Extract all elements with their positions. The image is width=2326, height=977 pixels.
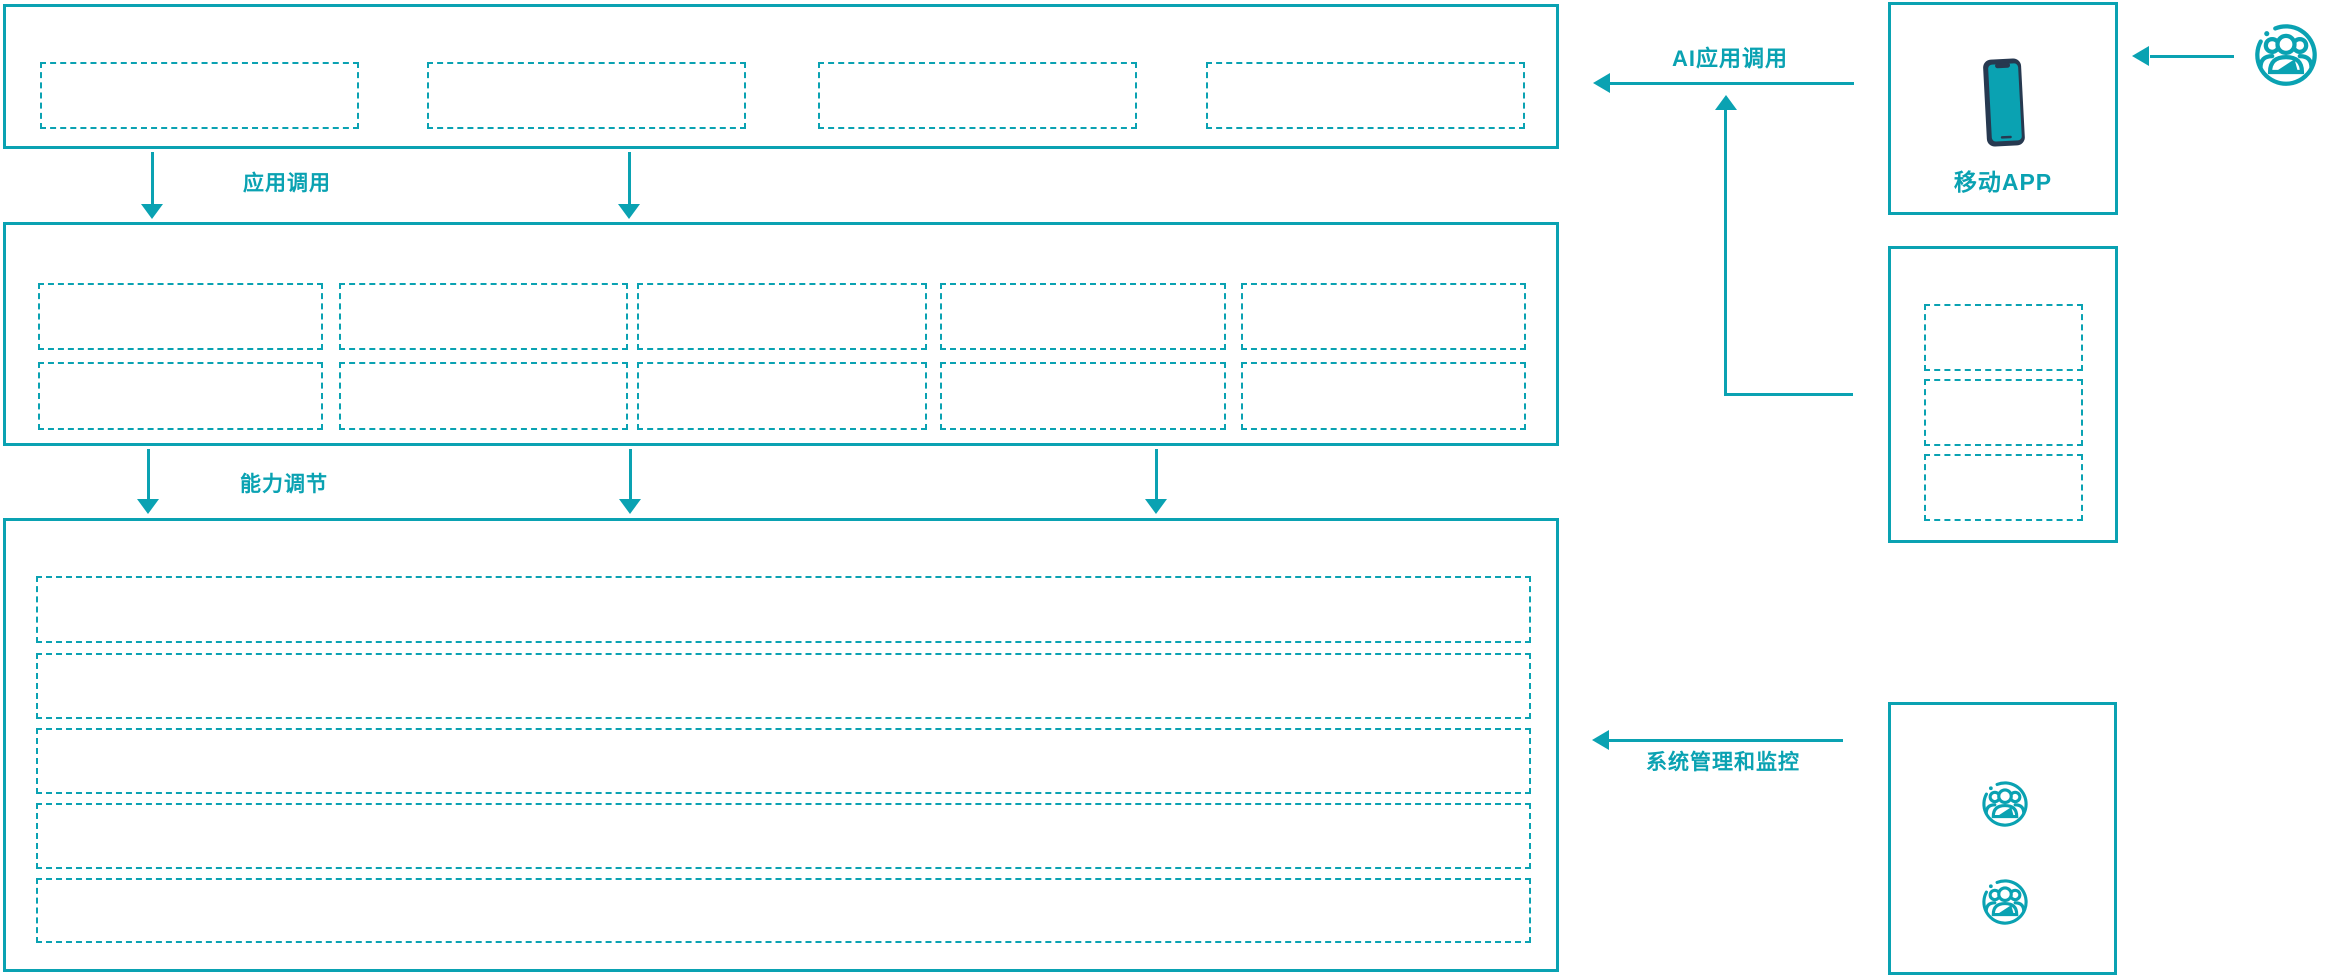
mobile-app-label: 移动APP xyxy=(1953,169,2053,195)
capability-layer-box xyxy=(3,222,1559,446)
arrow-down-icon xyxy=(137,499,159,514)
right-panel-placeholder-1 xyxy=(1924,304,2083,371)
platform-row-3 xyxy=(36,728,1531,794)
ai-app-call-label: AI应用调用 xyxy=(1672,46,1789,71)
arrow-line xyxy=(1155,449,1158,500)
platform-row-1 xyxy=(36,576,1531,643)
capability-cell-r1c3 xyxy=(637,283,927,350)
platform-row-4 xyxy=(36,803,1531,869)
arrow-line xyxy=(629,449,632,500)
capability-cell-r1c2 xyxy=(339,283,628,350)
arrow-down-icon xyxy=(619,499,641,514)
arrow-up-icon xyxy=(1715,95,1737,110)
capability-cell-r1c4 xyxy=(940,283,1226,350)
arrow-line xyxy=(151,152,154,205)
arrow-down-icon xyxy=(618,204,640,219)
application-placeholder-1 xyxy=(40,62,359,129)
capability-cell-r2c1 xyxy=(38,362,323,430)
capability-cell-r2c5 xyxy=(1241,362,1526,430)
admin-monitor-box xyxy=(1888,702,2117,975)
application-placeholder-4 xyxy=(1206,62,1525,129)
app-call-label: 应用调用 xyxy=(243,172,331,195)
capability-cell-r2c4 xyxy=(940,362,1226,430)
mobile-app-box: 移动APP xyxy=(1888,2,2118,215)
arrow-line xyxy=(147,449,150,500)
application-placeholder-3 xyxy=(818,62,1137,129)
system-monitor-label: 系统管理和监控 xyxy=(1646,751,1800,774)
users-icon xyxy=(2252,19,2320,91)
platform-row-2 xyxy=(36,653,1531,719)
admin-users-icon-1 xyxy=(1980,778,2030,830)
arrow-left-icon xyxy=(1592,730,1609,750)
arrow-line xyxy=(1609,739,1843,742)
arrow-left-icon xyxy=(1593,73,1610,93)
platform-layer-box xyxy=(3,518,1559,972)
application-placeholder-2 xyxy=(427,62,746,129)
application-layer-box xyxy=(3,4,1559,149)
mobile-phone-icon xyxy=(1981,57,2027,149)
arrow-line xyxy=(1610,82,1854,85)
arrow-down-icon xyxy=(141,204,163,219)
right-panel-placeholder-3 xyxy=(1924,454,2083,521)
admin-users-icon-2 xyxy=(1980,876,2030,928)
capability-cell-r2c2 xyxy=(339,362,628,430)
platform-row-5 xyxy=(36,878,1531,943)
right-middle-panel xyxy=(1888,246,2118,543)
connector-line-horizontal xyxy=(1724,393,1853,396)
capability-cell-r2c3 xyxy=(637,362,927,430)
capability-cell-r1c5 xyxy=(1241,283,1526,350)
arrow-line xyxy=(2150,55,2234,58)
arrow-down-icon xyxy=(1145,499,1167,514)
right-panel-placeholder-2 xyxy=(1924,379,2083,446)
capability-cell-r1c1 xyxy=(38,283,323,350)
arrow-line xyxy=(628,152,631,205)
arrow-left-icon xyxy=(2132,46,2149,66)
connector-line-vertical xyxy=(1724,109,1727,396)
capability-adjust-label: 能力调节 xyxy=(240,473,328,496)
